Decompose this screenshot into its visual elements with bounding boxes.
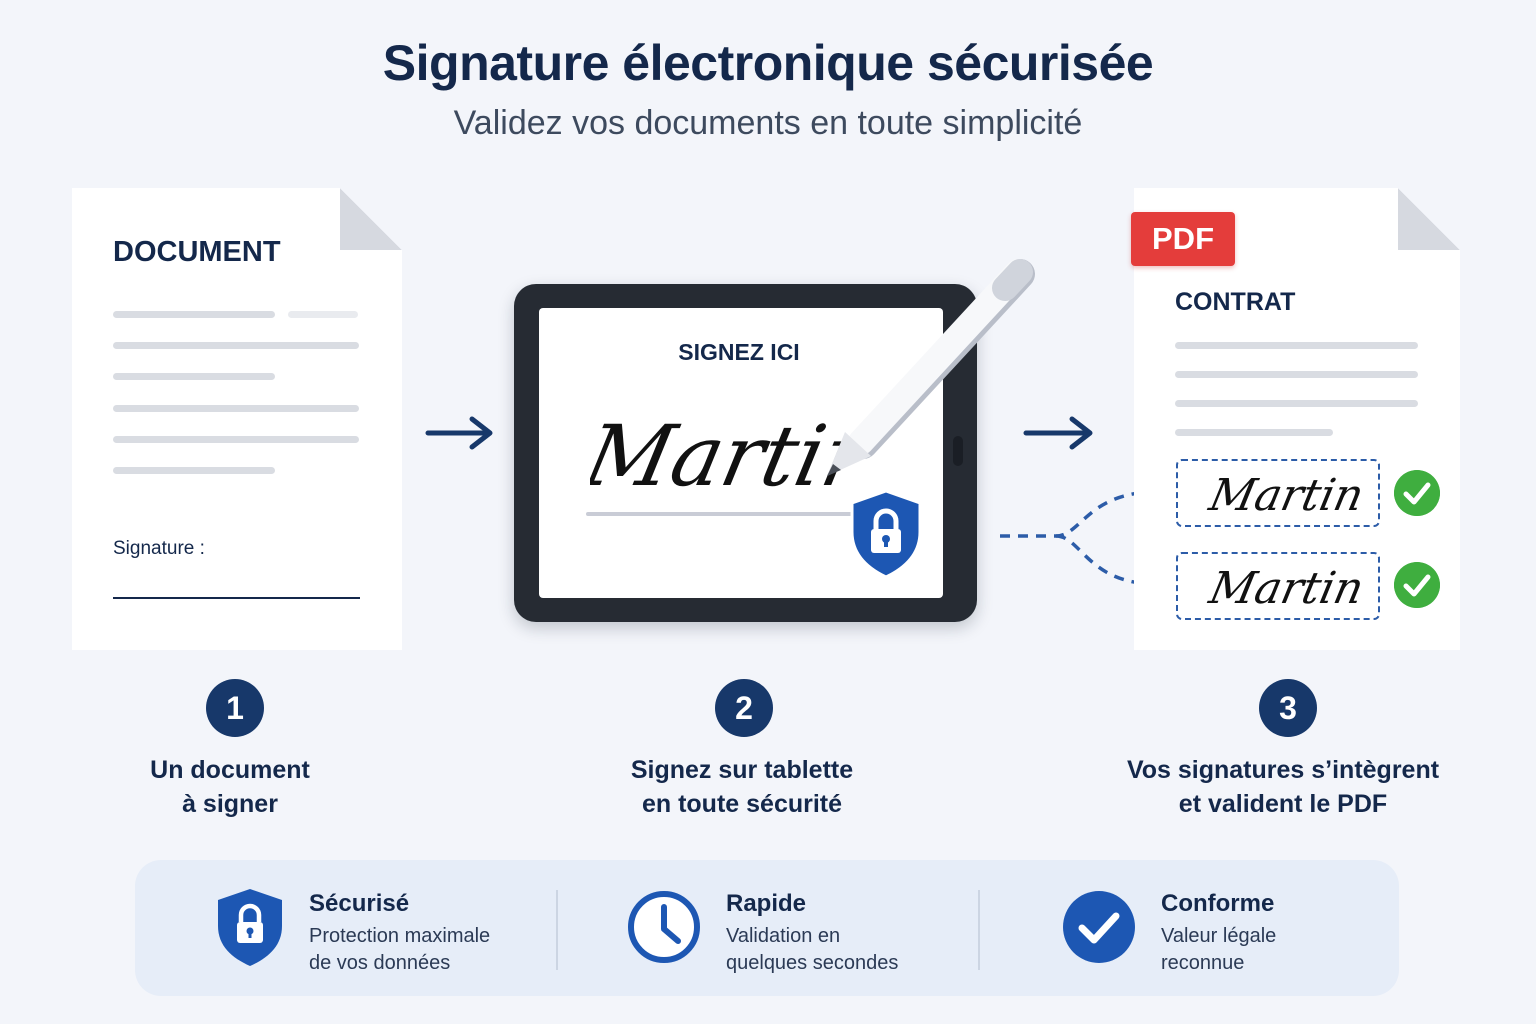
shield-lock-icon [850, 489, 922, 579]
contract-fold-corner [1398, 188, 1460, 250]
check-icon [1394, 562, 1440, 608]
shield-lock-icon [218, 889, 282, 966]
stylus-pen-icon [827, 259, 1035, 476]
feature-desc-compliant: Valeur légale reconnue [1161, 925, 1277, 974]
check-icon [1394, 470, 1440, 516]
feature-divider [978, 890, 980, 970]
step-caption-1: Un document à signer [150, 756, 310, 818]
contract-text-line [1175, 400, 1418, 407]
document-fold-corner [340, 188, 402, 250]
step-number-2: 2 [715, 679, 773, 737]
step-number-1: 1 [206, 679, 264, 737]
feature-title-secure: Sécurisé [309, 890, 410, 917]
page-subtitle: Validez vos documents en toute simplicit… [453, 104, 1083, 142]
arrow-right-icon [425, 416, 493, 450]
feature-title-fast: Rapide [726, 890, 807, 917]
sign-here-label: SIGNEZ ICI [678, 339, 800, 365]
signature-baseline [586, 512, 856, 516]
document-text-line [113, 405, 359, 412]
page-title: Signature électronique sécurisée [382, 35, 1154, 91]
signature-field-1[interactable] [1176, 459, 1380, 527]
contract-text-line [1175, 342, 1418, 349]
step-caption-3: Vos signatures s’intègrent et valident l… [1126, 756, 1440, 818]
features-bar [135, 860, 1399, 996]
contract-text-line [1175, 371, 1418, 378]
feature-desc-secure: Protection maximale de vos données [309, 925, 491, 974]
signature-label: Signature : [113, 538, 205, 559]
svg-text:Martin: Martin [1204, 470, 1360, 520]
pdf-badge: PDF [1131, 212, 1235, 266]
svg-text:Martin: Martin [1204, 563, 1360, 613]
signature-field-2[interactable] [1176, 552, 1380, 620]
clock-icon [628, 891, 700, 963]
feature-title-compliant: Conforme [1161, 890, 1275, 917]
feature-divider [556, 890, 558, 970]
document-text-line [113, 311, 275, 318]
signature-line [113, 597, 360, 599]
document-text-line [288, 311, 358, 318]
document-title: DOCUMENT [113, 236, 281, 268]
document-text-line [113, 342, 359, 349]
document-text-line [113, 467, 275, 474]
feature-desc-fast: Validation en quelques secondes [726, 925, 899, 974]
tablet-side-button [953, 436, 963, 466]
signature-martin-small: Martin [1204, 563, 1360, 613]
contract-title: CONTRAT [1175, 288, 1296, 316]
document-text-line [113, 436, 359, 443]
check-circle-icon [1063, 891, 1135, 963]
svg-text:Martin: Martin [590, 408, 850, 506]
step-number-3: 3 [1259, 679, 1317, 737]
step-caption-2: Signez sur tablette en toute sécurité [630, 756, 854, 818]
arrow-right-icon [1023, 416, 1093, 450]
document-sheet [72, 188, 402, 650]
contract-text-line [1175, 429, 1333, 436]
document-text-line [113, 373, 275, 380]
signature-martin-large: Martin [590, 408, 850, 506]
signature-martin-small: Martin [1204, 470, 1360, 520]
